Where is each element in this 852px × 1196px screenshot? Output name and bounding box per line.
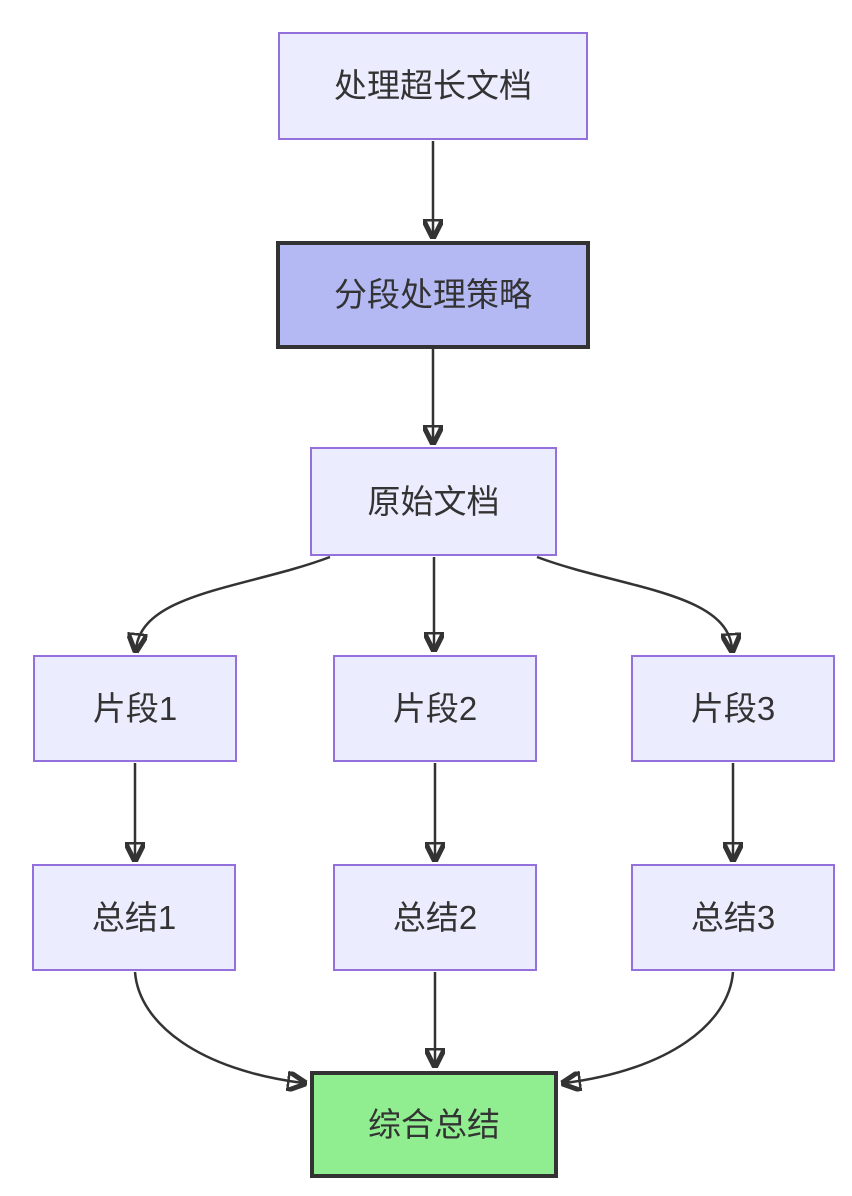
node-final-summary: 综合总结 xyxy=(310,1071,558,1178)
node-label: 片段3 xyxy=(690,689,776,727)
node-fragment-1: 片段1 xyxy=(33,655,237,762)
node-label: 综合总结 xyxy=(368,1105,500,1143)
node-label: 处理超长文档 xyxy=(334,67,532,105)
node-process-long-document: 处理超长文档 xyxy=(278,32,588,140)
edge-c-p3 xyxy=(536,555,732,649)
node-label: 片段1 xyxy=(92,689,178,727)
node-fragment-3: 片段3 xyxy=(631,655,835,762)
node-label: 总结3 xyxy=(690,898,776,936)
node-label: 分段处理策略 xyxy=(334,276,532,314)
node-label: 片段2 xyxy=(392,689,478,727)
node-segmentation-strategy: 分段处理策略 xyxy=(276,241,590,349)
node-original-document: 原始文档 xyxy=(310,447,557,556)
node-label: 总结2 xyxy=(392,898,478,936)
edge-s3-f xyxy=(565,971,735,1083)
node-summary-2: 总结2 xyxy=(333,864,537,971)
node-label: 总结1 xyxy=(91,898,177,936)
edge-s1-f xyxy=(133,971,303,1083)
node-label: 原始文档 xyxy=(367,482,500,520)
node-summary-1: 总结1 xyxy=(32,864,236,971)
node-summary-3: 总结3 xyxy=(631,864,835,971)
node-fragment-2: 片段2 xyxy=(333,655,537,762)
edge-c-p1 xyxy=(136,555,331,649)
